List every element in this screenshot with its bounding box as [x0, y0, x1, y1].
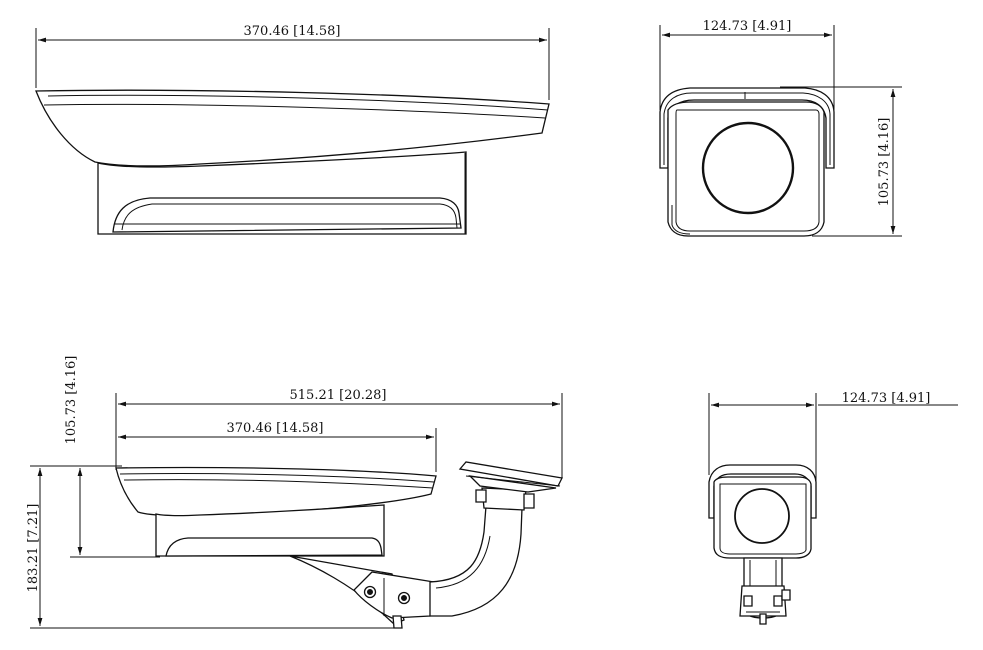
side-view-top: 370.46 [14.58]: [35, 24, 550, 235]
front-lens-window: [701, 121, 795, 215]
bracket-pipe: [429, 505, 523, 617]
housing-skirt: [112, 197, 462, 233]
dimension-label-front-height: 105.73 [4.16]: [877, 118, 892, 207]
bracket-front-lens-window: [734, 488, 790, 544]
side-view-bracket: 515.21 [20.28] 370.46 [14.58] 105.73 [4.…: [26, 356, 563, 629]
front-view-bracket: 124.73 [4.91]: [708, 391, 958, 625]
mounting-plate: [458, 461, 563, 487]
dimension-label-housing-height: 105.73 [4.16]: [64, 356, 79, 445]
bracket-joint: [353, 571, 435, 619]
dimension-label-front-width: 124.73 [4.91]: [703, 19, 792, 34]
dimension-label-overall: 515.21 [20.28]: [290, 388, 387, 403]
bracket-view-skirt: [165, 537, 383, 557]
sunshield: [35, 89, 550, 167]
dimension-label-total-height: 183.21 [7.21]: [26, 504, 41, 593]
front-view-top: 124.73 [4.91] 105.73 [4.16]: [659, 19, 902, 237]
dimension-label-bracket-front-width: 124.73 [4.91]: [842, 391, 931, 406]
dimension-label-width: 370.46 [14.58]: [244, 24, 341, 39]
dimension-label-housing: 370.46 [14.58]: [227, 421, 324, 436]
